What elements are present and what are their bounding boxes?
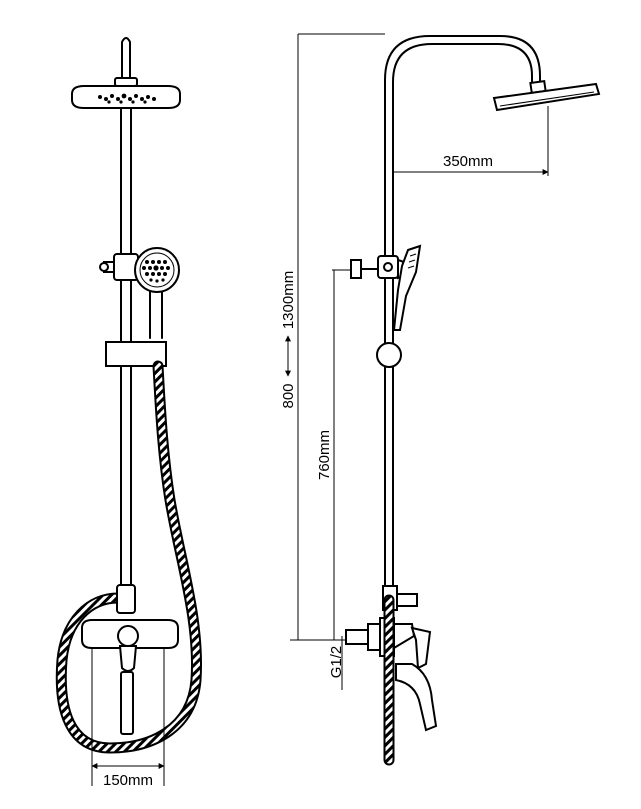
nozzle-pattern	[98, 93, 156, 104]
dim-slide-height-label: 760mm	[316, 430, 333, 480]
side-riser-pipe	[384, 169, 394, 587]
front-hand-shower	[134, 247, 180, 339]
side-view: 350mm 1300mm	[280, 33, 601, 766]
side-hand-shower	[392, 244, 422, 331]
dim-inlet-thread-label: G1/2	[328, 646, 345, 679]
dim-mixer-spacing: 150mm	[91, 648, 165, 789]
front-rain-shower-head	[71, 37, 181, 109]
dim-slide-height: 760mm	[316, 269, 352, 640]
front-view: 150mm	[55, 37, 203, 789]
front-handset-holder	[99, 253, 139, 281]
front-bath-spout	[120, 671, 134, 735]
side-slide-knob	[376, 342, 402, 368]
hand-shower-nozzles	[142, 260, 170, 283]
side-handset-holder	[350, 255, 405, 280]
front-shower-hose	[55, 360, 203, 754]
dim-height-range-low-label: 800	[280, 383, 297, 408]
side-bath-spout	[395, 663, 438, 732]
front-diverter	[116, 584, 136, 614]
dim-height-range-high-label: 1300mm	[280, 271, 297, 329]
dim-inlet-thread: G1/2	[328, 636, 345, 690]
side-rain-shower-head	[492, 79, 601, 112]
dim-arm-length: 350mm	[393, 106, 549, 176]
front-mixer-valve	[81, 619, 179, 672]
side-overhead-arm	[384, 35, 541, 171]
dim-arm-length-label: 350mm	[443, 153, 493, 170]
dim-mixer-spacing-label: 150mm	[103, 772, 153, 789]
dim-height-range: 1300mm 800	[280, 33, 385, 641]
